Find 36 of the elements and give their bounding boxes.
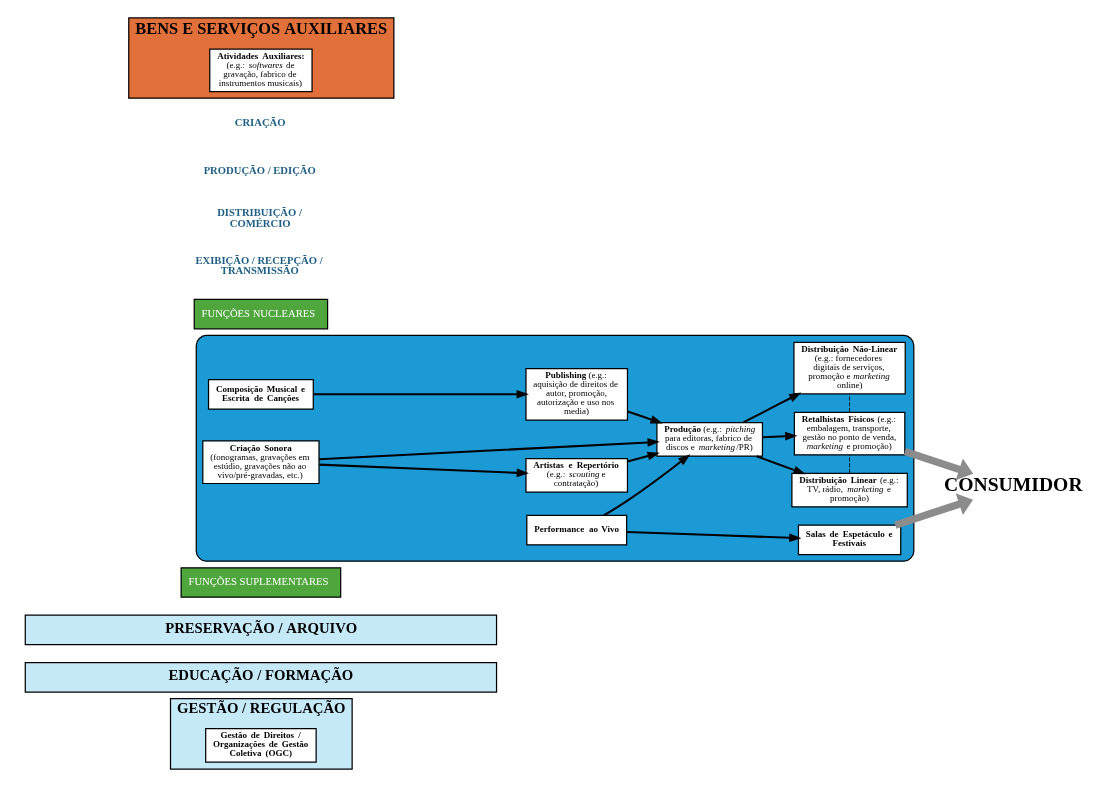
node-box: Criação Sonora (fonogramas, gravações em estúdio, gravações não ao vivo/pré-gravadas, etc.) <box>202 440 320 485</box>
node-box: Atividades Auxiliares: (e.g.: softwares de gravação, fabrico de instrumentos musicais) <box>209 48 313 93</box>
arrow <box>894 493 974 529</box>
label: CRIAÇÃO <box>234 117 286 129</box>
arrow <box>313 390 529 399</box>
node-box: Publishing (e.g.: aquisição de direitos de autor, promoção, autorização e uso nos media) <box>525 367 629 421</box>
cluster <box>195 334 915 562</box>
arrow <box>742 392 802 424</box>
arrow <box>626 530 802 543</box>
arrow <box>319 463 529 478</box>
node-box: Distribuição Linear (e.g.: TV, rádio, marketing e promoção) <box>791 472 908 508</box>
node-text: CONSUMIDOR <box>944 474 1083 496</box>
label: PRODUÇÃO / EDIÇÃO <box>203 164 316 176</box>
node-box: Composição Musical e Escrita de Canções <box>207 378 314 410</box>
node-box: Produção (e.g.: pitching para editoras, fabrico de discos e marketing/PR) <box>656 421 764 457</box>
connector <box>849 454 850 474</box>
node-box: PRESERVAÇÃO / ARQUIVO <box>24 614 498 646</box>
arrow <box>903 448 974 481</box>
node-box: FUNÇÕES NUCLEARES <box>193 298 329 330</box>
arrow <box>627 451 660 463</box>
connector <box>849 393 850 413</box>
arrow <box>603 454 691 517</box>
node-box: EDUCAÇÃO / FORMAÇÃO <box>24 662 498 693</box>
node-box: FUNÇÕES SUPLEMENTARES <box>180 567 342 598</box>
node-box: Performance ao Vivo <box>526 514 628 546</box>
node-box: Gestão de Direitos / Organizações de Gestão Coletiva (OGC) <box>205 727 317 763</box>
label: EXIBIÇÃO / RECEPÇÃO / TRANSMISSÃO <box>195 254 323 277</box>
node-box: Retalhistas Físicos (e.g.: embalagem, transporte, gestão no ponto de venda, marketing e promoção) <box>793 411 906 456</box>
node-box: Salas de Espetáculo e Festivais <box>797 524 902 556</box>
arrow <box>319 438 660 461</box>
node-box: Artistas e Repertório (e.g.: scouting e contratação) <box>525 457 629 493</box>
arrow <box>627 410 663 424</box>
node-box: Distribuição Não-Linear (e.g.: fornecedores digitais de serviços, promoção e marketing online) <box>793 341 906 395</box>
arrow <box>756 455 806 475</box>
label: DISTRIBUIÇÃO / COMÉRCIO <box>217 207 302 229</box>
arrow <box>762 431 798 441</box>
